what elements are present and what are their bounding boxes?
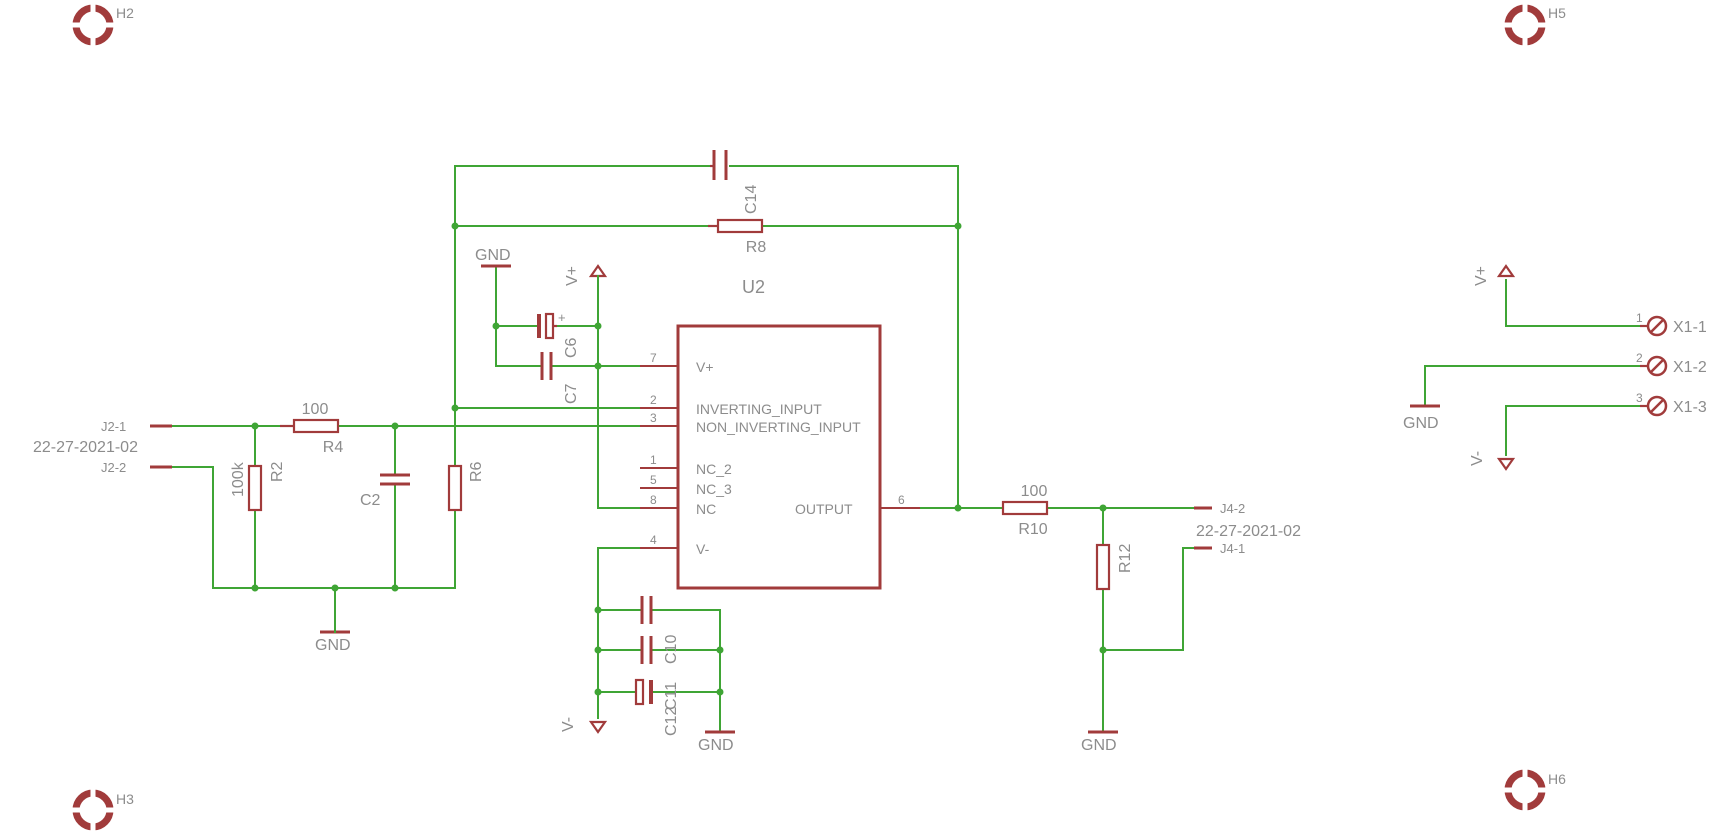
opamp-name: U2	[742, 277, 765, 297]
gnd-symbol: GND	[1081, 730, 1118, 754]
gnd-symbol: GND	[475, 247, 511, 268]
pin-number: 1	[650, 453, 657, 467]
pin-number: 8	[650, 493, 657, 507]
connector-pin-label: J4-1	[1220, 541, 1245, 556]
mounting-hole-h3: H3	[72, 789, 134, 831]
screw-terminal-3: 3 X1-3	[1636, 391, 1707, 417]
resistor-name: R6	[468, 461, 485, 482]
resistor-name: R10	[1018, 521, 1047, 538]
resistor-name: R4	[323, 439, 344, 456]
capacitor-name: C10	[663, 635, 680, 664]
gnd-label: GND	[475, 247, 511, 264]
junctions	[251, 222, 1107, 696]
connector-pin-label: J2-1	[101, 419, 126, 434]
gnd-label: GND	[1403, 415, 1439, 432]
polarity-mark: +	[558, 310, 566, 325]
terminal-number: 3	[1636, 391, 1643, 405]
pin-number: 6	[898, 493, 905, 507]
connector-j4: J4-2 22-27-2021-02 J4-1	[1194, 501, 1301, 556]
connector-j2: J2-1 22-27-2021-02 J2-2	[33, 419, 172, 475]
gnd-symbol: GND	[1403, 404, 1440, 432]
terminal-number: 1	[1636, 311, 1643, 325]
capacitor-c11: C11	[640, 636, 680, 710]
vminus-label: V-	[560, 717, 577, 732]
gnd-symbol: GND	[698, 730, 735, 754]
capacitor-c2: C2	[360, 473, 410, 509]
terminal-number: 2	[1636, 351, 1643, 365]
resistor-name: R12	[1117, 544, 1134, 573]
pin-number: 4	[650, 533, 657, 547]
gnd-symbol: GND	[315, 621, 351, 654]
connector-part: 22-27-2021-02	[33, 439, 138, 456]
mounting-hole-h6: H6	[1504, 769, 1566, 811]
terminal-label: X1-2	[1673, 359, 1707, 376]
vplus-symbol: V+	[564, 264, 608, 286]
capacitor-c14: C14	[710, 150, 760, 214]
resistor-value: 100k	[230, 461, 247, 497]
vminus-symbol: V-	[560, 717, 608, 734]
connector-pin-label: J2-2	[101, 460, 126, 475]
resistor-r6: R6	[447, 461, 485, 512]
capacitor-c6: + C6	[537, 310, 580, 358]
capacitor-name: C6	[563, 337, 580, 358]
gnd-label: GND	[315, 637, 351, 654]
terminal-label: X1-3	[1673, 399, 1707, 416]
terminal-label: X1-1	[1673, 319, 1707, 336]
capacitor-name: C12	[663, 707, 680, 736]
mounting-hole-h5: H5	[1504, 4, 1566, 46]
pin-number: 7	[650, 351, 657, 365]
resistor-r2: 100k R2	[230, 461, 286, 512]
connector-x1: 1 X1-1 2 X1-2 3 X1-3	[1636, 311, 1707, 417]
capacitor-name: C11	[663, 682, 680, 710]
wires	[171, 165, 1641, 731]
screw-terminal-2: 2 X1-2	[1636, 351, 1707, 377]
pin-label: NC	[696, 501, 716, 517]
opamp-u2: U2 7 2 3 1 5 8 4 6 V+ INVERTING_INPUT NO…	[640, 277, 920, 590]
hole-label: H2	[116, 5, 134, 21]
connector-pin-label: J4-2	[1220, 501, 1245, 516]
capacitor-c12: C12	[634, 678, 680, 736]
hole-label: H3	[116, 791, 134, 807]
hole-label: H6	[1548, 771, 1566, 787]
pin-label: NC_3	[696, 481, 732, 497]
gnd-label: GND	[698, 737, 734, 754]
capacitor-c10: C10	[640, 596, 680, 664]
resistor-r4: 100 R4	[280, 401, 343, 456]
resistor-name: R8	[746, 239, 767, 256]
pin-number: 5	[650, 473, 657, 487]
resistor-r10: 100 R10	[1001, 483, 1049, 538]
pin-label: NON_INVERTING_INPUT	[696, 419, 861, 435]
pin-label: NC_2	[696, 461, 732, 477]
capacitor-c7: C7	[540, 352, 580, 404]
screw-terminal-1: 1 X1-1	[1636, 311, 1707, 337]
resistor-value: 100	[302, 401, 329, 418]
vminus-symbol: V-	[1469, 451, 1516, 471]
resistor-value: 100	[1021, 483, 1048, 500]
capacitor-name: C2	[360, 492, 381, 509]
resistor-name: R2	[269, 461, 286, 482]
resistor-r12: R12	[1095, 544, 1134, 591]
pin-label: V+	[696, 359, 714, 375]
gnd-label: GND	[1081, 737, 1117, 754]
pin-number: 3	[650, 411, 657, 425]
vminus-label: V-	[1469, 451, 1486, 466]
vplus-symbol: V+	[1473, 264, 1516, 286]
pin-label: INVERTING_INPUT	[696, 401, 822, 417]
resistor-r8: R8	[708, 218, 767, 256]
hole-label: H5	[1548, 5, 1566, 21]
pin-label: OUTPUT	[795, 501, 853, 517]
capacitor-name: C14	[743, 185, 760, 214]
pin-number: 2	[650, 393, 657, 407]
pin-label: V-	[696, 541, 710, 557]
vplus-label: V+	[564, 266, 581, 286]
mounting-hole-h2: H2	[72, 4, 134, 46]
connector-part: 22-27-2021-02	[1196, 523, 1301, 540]
vplus-label: V+	[1473, 266, 1490, 286]
capacitor-name: C7	[563, 383, 580, 404]
